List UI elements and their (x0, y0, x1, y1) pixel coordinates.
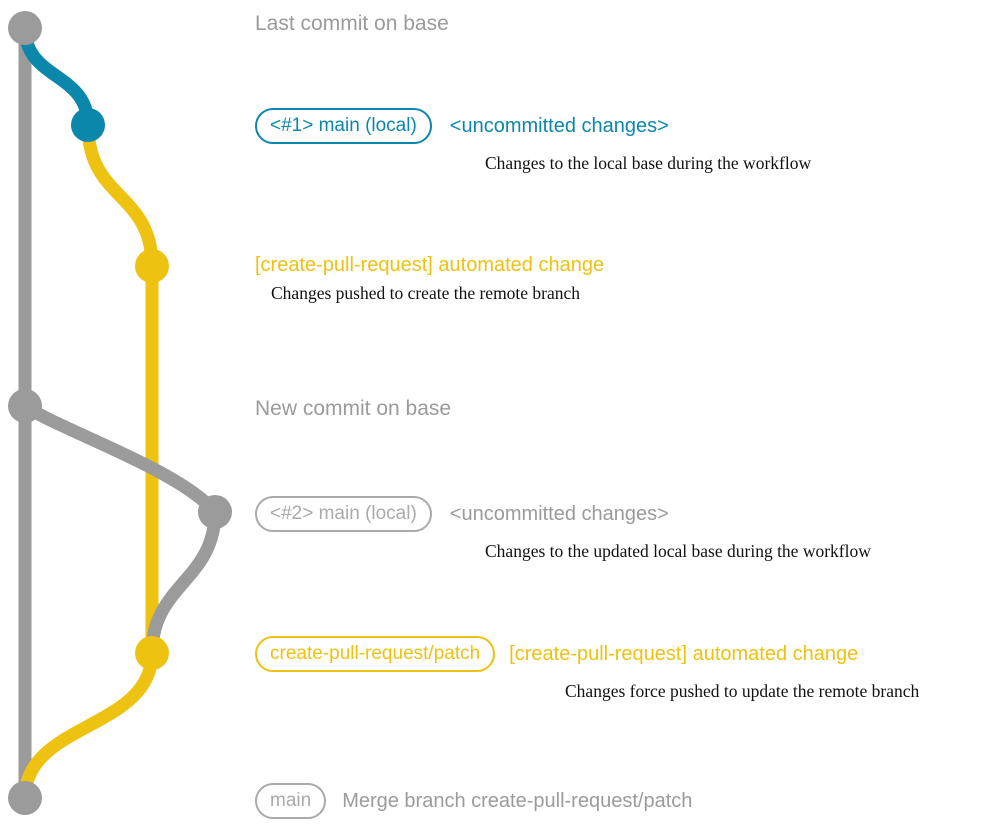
commit-row-local-1: <#1> main (local) <uncommitted changes> … (255, 108, 811, 173)
commit-note-remote-update: Changes force pushed to update the remot… (565, 681, 920, 701)
updated-local-to-remote-line (145, 505, 222, 660)
branch-pill-main[interactable]: main (255, 783, 327, 819)
commit-row-local-2: <#2> main (local) <uncommitted changes> … (255, 496, 871, 561)
commit-subject-local-1: <uncommitted changes> (449, 115, 669, 137)
commit-dot-base-new[interactable] (8, 389, 42, 423)
commit-dot-remote-create[interactable] (135, 249, 169, 283)
commit-note-local-1: Changes to the local base during the wor… (485, 153, 812, 173)
commit-dot-local-1[interactable] (71, 108, 105, 142)
commit-dot-remote-update[interactable] (135, 636, 169, 670)
commit-row-local-2-header: <#2> main (local) <uncommitted changes> (255, 496, 669, 532)
commit-subject-remote-create: [create-pull-request] automated change (255, 254, 605, 276)
heading-new-commit-on-base: New commit on base (255, 397, 452, 420)
commit-subject-local-2: <uncommitted changes> (449, 503, 669, 525)
remote-branch-line-1 (81, 118, 159, 273)
commit-graph (8, 11, 232, 815)
commit-note-local-2: Changes to the updated local base during… (485, 541, 871, 561)
commit-row-remote-update-header: create-pull-request/patch [create-pull-r… (255, 636, 858, 672)
commit-note-remote-create: Changes pushed to create the remote bran… (271, 283, 581, 303)
updated-local-branch-line (18, 399, 222, 519)
commit-row-local-1-header: <#1> main (local) <uncommitted changes> (255, 108, 669, 144)
commit-dot-local-2[interactable] (198, 495, 232, 529)
commit-subject-remote-update: [create-pull-request] automated change (509, 643, 859, 665)
commit-row-remote-create: [create-pull-request] automated change C… (255, 254, 604, 303)
merge-line (18, 646, 159, 805)
commit-subject-merge: Merge branch create-pull-request/patch (342, 790, 693, 812)
commit-row-merge: main Merge branch create-pull-request/pa… (255, 783, 692, 819)
commit-dot-base-last[interactable] (8, 11, 42, 45)
commit-dot-base-merge[interactable] (8, 781, 42, 815)
commit-row-remote-update: create-pull-request/patch [create-pull-r… (255, 636, 919, 701)
commit-row-merge-header: main Merge branch create-pull-request/pa… (255, 783, 692, 819)
branch-pill-remote-update[interactable]: create-pull-request/patch (255, 636, 496, 672)
local-branch-line-1 (18, 21, 95, 132)
commit-row-remote-create-header: [create-pull-request] automated change (255, 254, 604, 276)
branch-pill-local-1[interactable]: <#1> main (local) (255, 108, 432, 144)
heading-last-commit-on-base: Last commit on base (255, 12, 449, 35)
branch-pill-local-2[interactable]: <#2> main (local) (255, 496, 432, 532)
